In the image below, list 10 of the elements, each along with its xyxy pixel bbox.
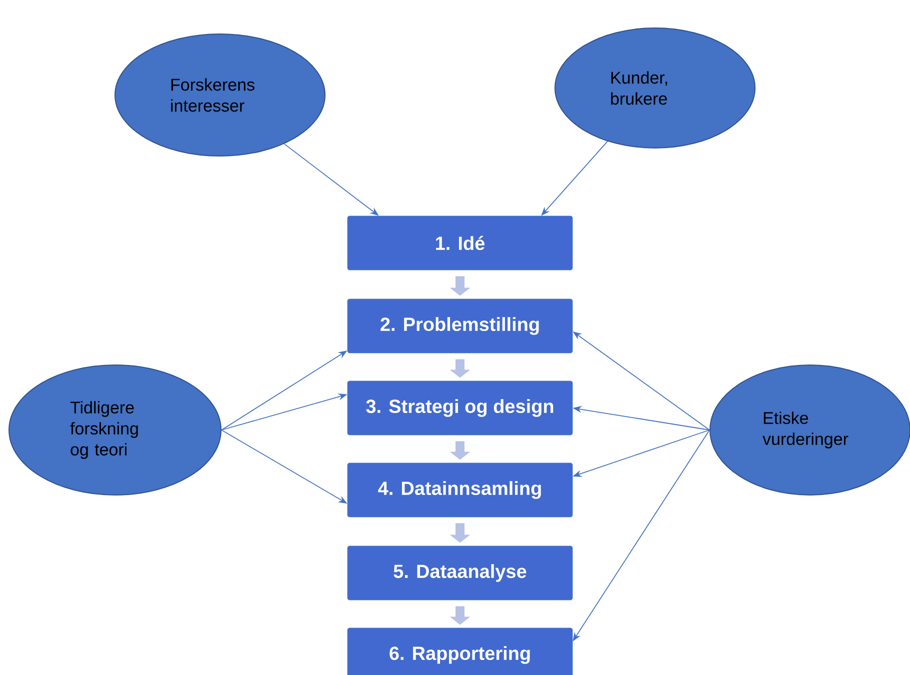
process-box: 6. Rapportering [347, 628, 573, 675]
process-box: 5. Dataanalyse [347, 546, 573, 600]
ellipse-node: Tidligere forskning og teori [8, 364, 222, 496]
process-box: 2. Problemstilling [347, 298, 573, 354]
ellipse-node: Kunder, brukere [554, 28, 756, 148]
process-box: 4. Datainnsamling [347, 462, 573, 518]
ellipse-node: Etiske vurderinger [710, 364, 910, 496]
process-box: 1. Idé [347, 216, 573, 270]
ellipse-node: Forskerens interesser [114, 34, 326, 156]
process-box: 3. Strategi og design [347, 380, 573, 436]
